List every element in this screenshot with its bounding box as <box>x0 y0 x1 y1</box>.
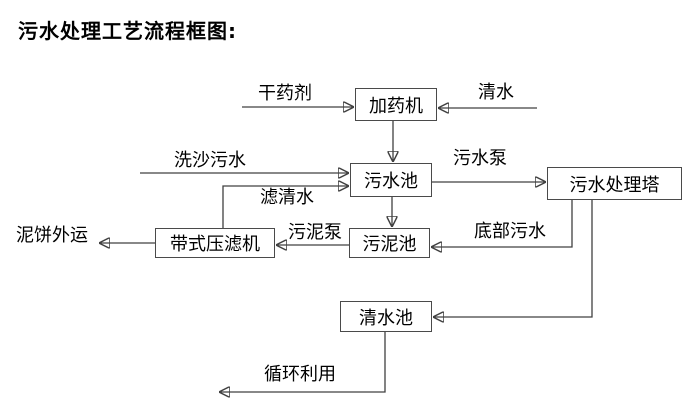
node-clean-water-pool: 清水池 <box>340 301 432 332</box>
label-sand-washing-sewage: 洗沙污水 <box>174 150 246 171</box>
label-recycling: 循环利用 <box>264 364 336 385</box>
label-filtered-water: 滤清水 <box>260 187 314 208</box>
label-dry-chemical: 干药剂 <box>258 83 312 104</box>
node-dosing-machine: 加药机 <box>355 88 437 121</box>
label-sewage-pump: 污水泵 <box>453 148 507 169</box>
diagram-title: 污水处理工艺流程框图: <box>18 19 237 43</box>
node-sewage-pool: 污水池 <box>350 163 432 197</box>
label-clean-water: 清水 <box>478 82 514 103</box>
label-mud-cake-out: 泥饼外运 <box>16 225 88 246</box>
label-sludge-pump: 污泥泵 <box>288 222 342 243</box>
node-treatment-tower: 污水处理塔 <box>547 167 682 200</box>
arrow-tower-to-clean-water-pool <box>434 200 593 317</box>
label-bottom-sewage: 底部污水 <box>474 221 546 242</box>
node-belt-filter-press: 带式压滤机 <box>155 228 275 258</box>
arrow-filtered-water-press-to-sewage-pool <box>222 186 348 228</box>
arrow-clean-water-pool-to-recycling <box>220 332 386 392</box>
node-sludge-pool: 污泥池 <box>349 228 430 258</box>
arrow-tower-bottom-sewage-to-sludge-pool <box>432 200 573 247</box>
